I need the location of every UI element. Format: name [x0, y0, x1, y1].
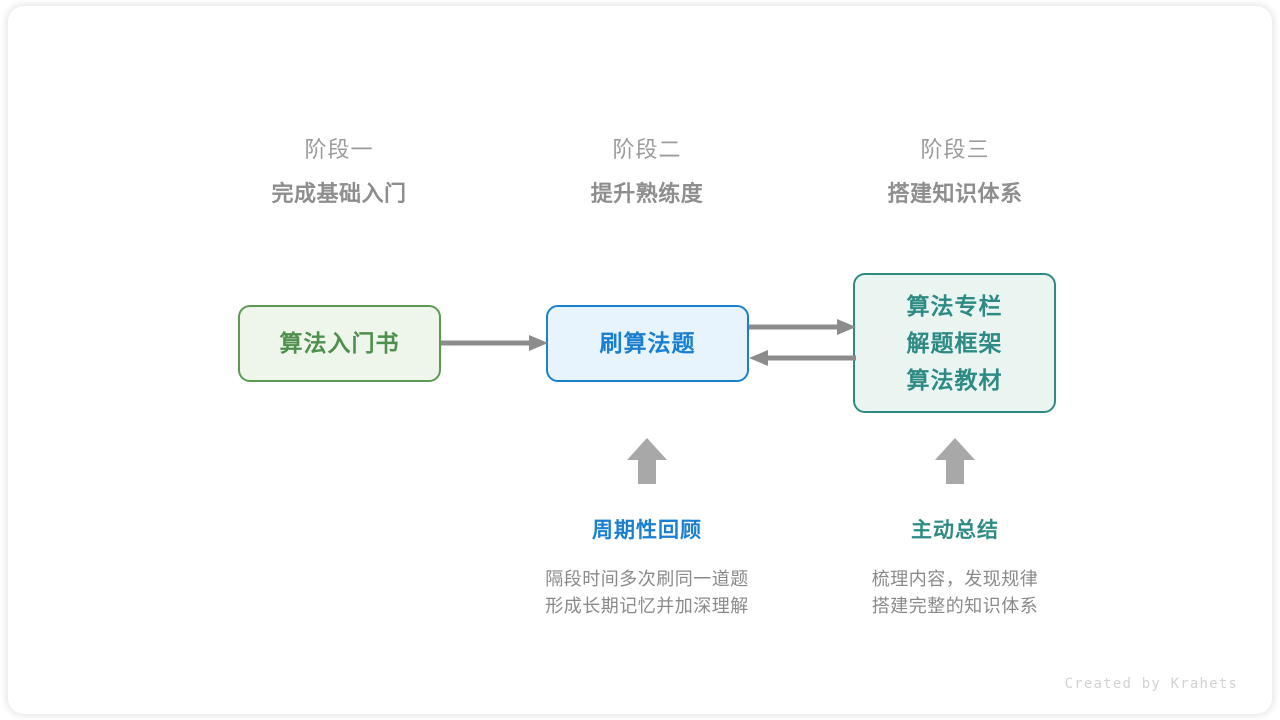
- arrow-up-summary-icon: [935, 438, 975, 484]
- arrow-right-book-to-practice: [441, 335, 548, 351]
- node-practice-label: 刷算法题: [599, 330, 696, 356]
- arrow-right-practice-to-resources: [749, 319, 856, 335]
- stage-header-2: 阶段二 提升熟练度: [527, 135, 767, 210]
- node-intro-book-label: 算法入门书: [279, 330, 400, 356]
- diagram-canvas: 阶段一 完成基础入门 阶段二 提升熟练度 阶段三 搭建知识体系 算法入门书 刷算…: [8, 6, 1272, 714]
- stage-title-3: 搭建知识体系: [887, 181, 1023, 206]
- node-practice[interactable]: 刷算法题: [546, 305, 749, 382]
- stage-kicker-1: 阶段一: [304, 137, 374, 162]
- stage-kicker-3: 阶段三: [920, 137, 990, 162]
- arrow-left-resources-to-practice: [749, 350, 856, 366]
- note-review-desc: 隔段时间多次刷同一道题 形成长期记忆并加深理解: [497, 566, 797, 620]
- node-intro-book[interactable]: 算法入门书: [238, 305, 441, 382]
- note-summary-desc-line1: 梳理内容，发现规律: [871, 569, 1039, 589]
- stage-header-1: 阶段一 完成基础入门: [219, 135, 459, 210]
- node-resources-label-2: 解题框架: [906, 329, 1003, 356]
- stage-header-3: 阶段三 搭建知识体系: [835, 135, 1075, 210]
- note-review-desc-line1: 隔段时间多次刷同一道题: [545, 569, 749, 589]
- note-summary: 主动总结 梳理内容，发现规律 搭建完整的知识体系: [805, 516, 1105, 620]
- watermark-credit: Created by Krahets: [1064, 676, 1238, 692]
- note-summary-desc-line2: 搭建完整的知识体系: [871, 596, 1039, 616]
- stage-title-2: 提升熟练度: [590, 181, 704, 206]
- arrow-up-review-icon: [627, 438, 667, 484]
- note-review-title: 周期性回顾: [592, 519, 702, 542]
- note-review-desc-line2: 形成长期记忆并加深理解: [545, 596, 749, 616]
- stage-title-1: 完成基础入门: [271, 181, 407, 206]
- note-summary-desc: 梳理内容，发现规律 搭建完整的知识体系: [805, 566, 1105, 620]
- node-resources-label-1: 算法专栏: [906, 292, 1003, 319]
- stage-kicker-2: 阶段二: [612, 137, 682, 162]
- node-resources[interactable]: 算法专栏 解题框架 算法教材: [853, 273, 1056, 413]
- note-review: 周期性回顾 隔段时间多次刷同一道题 形成长期记忆并加深理解: [497, 516, 797, 620]
- node-resources-label-3: 算法教材: [906, 366, 1003, 393]
- note-summary-title: 主动总结: [911, 519, 999, 542]
